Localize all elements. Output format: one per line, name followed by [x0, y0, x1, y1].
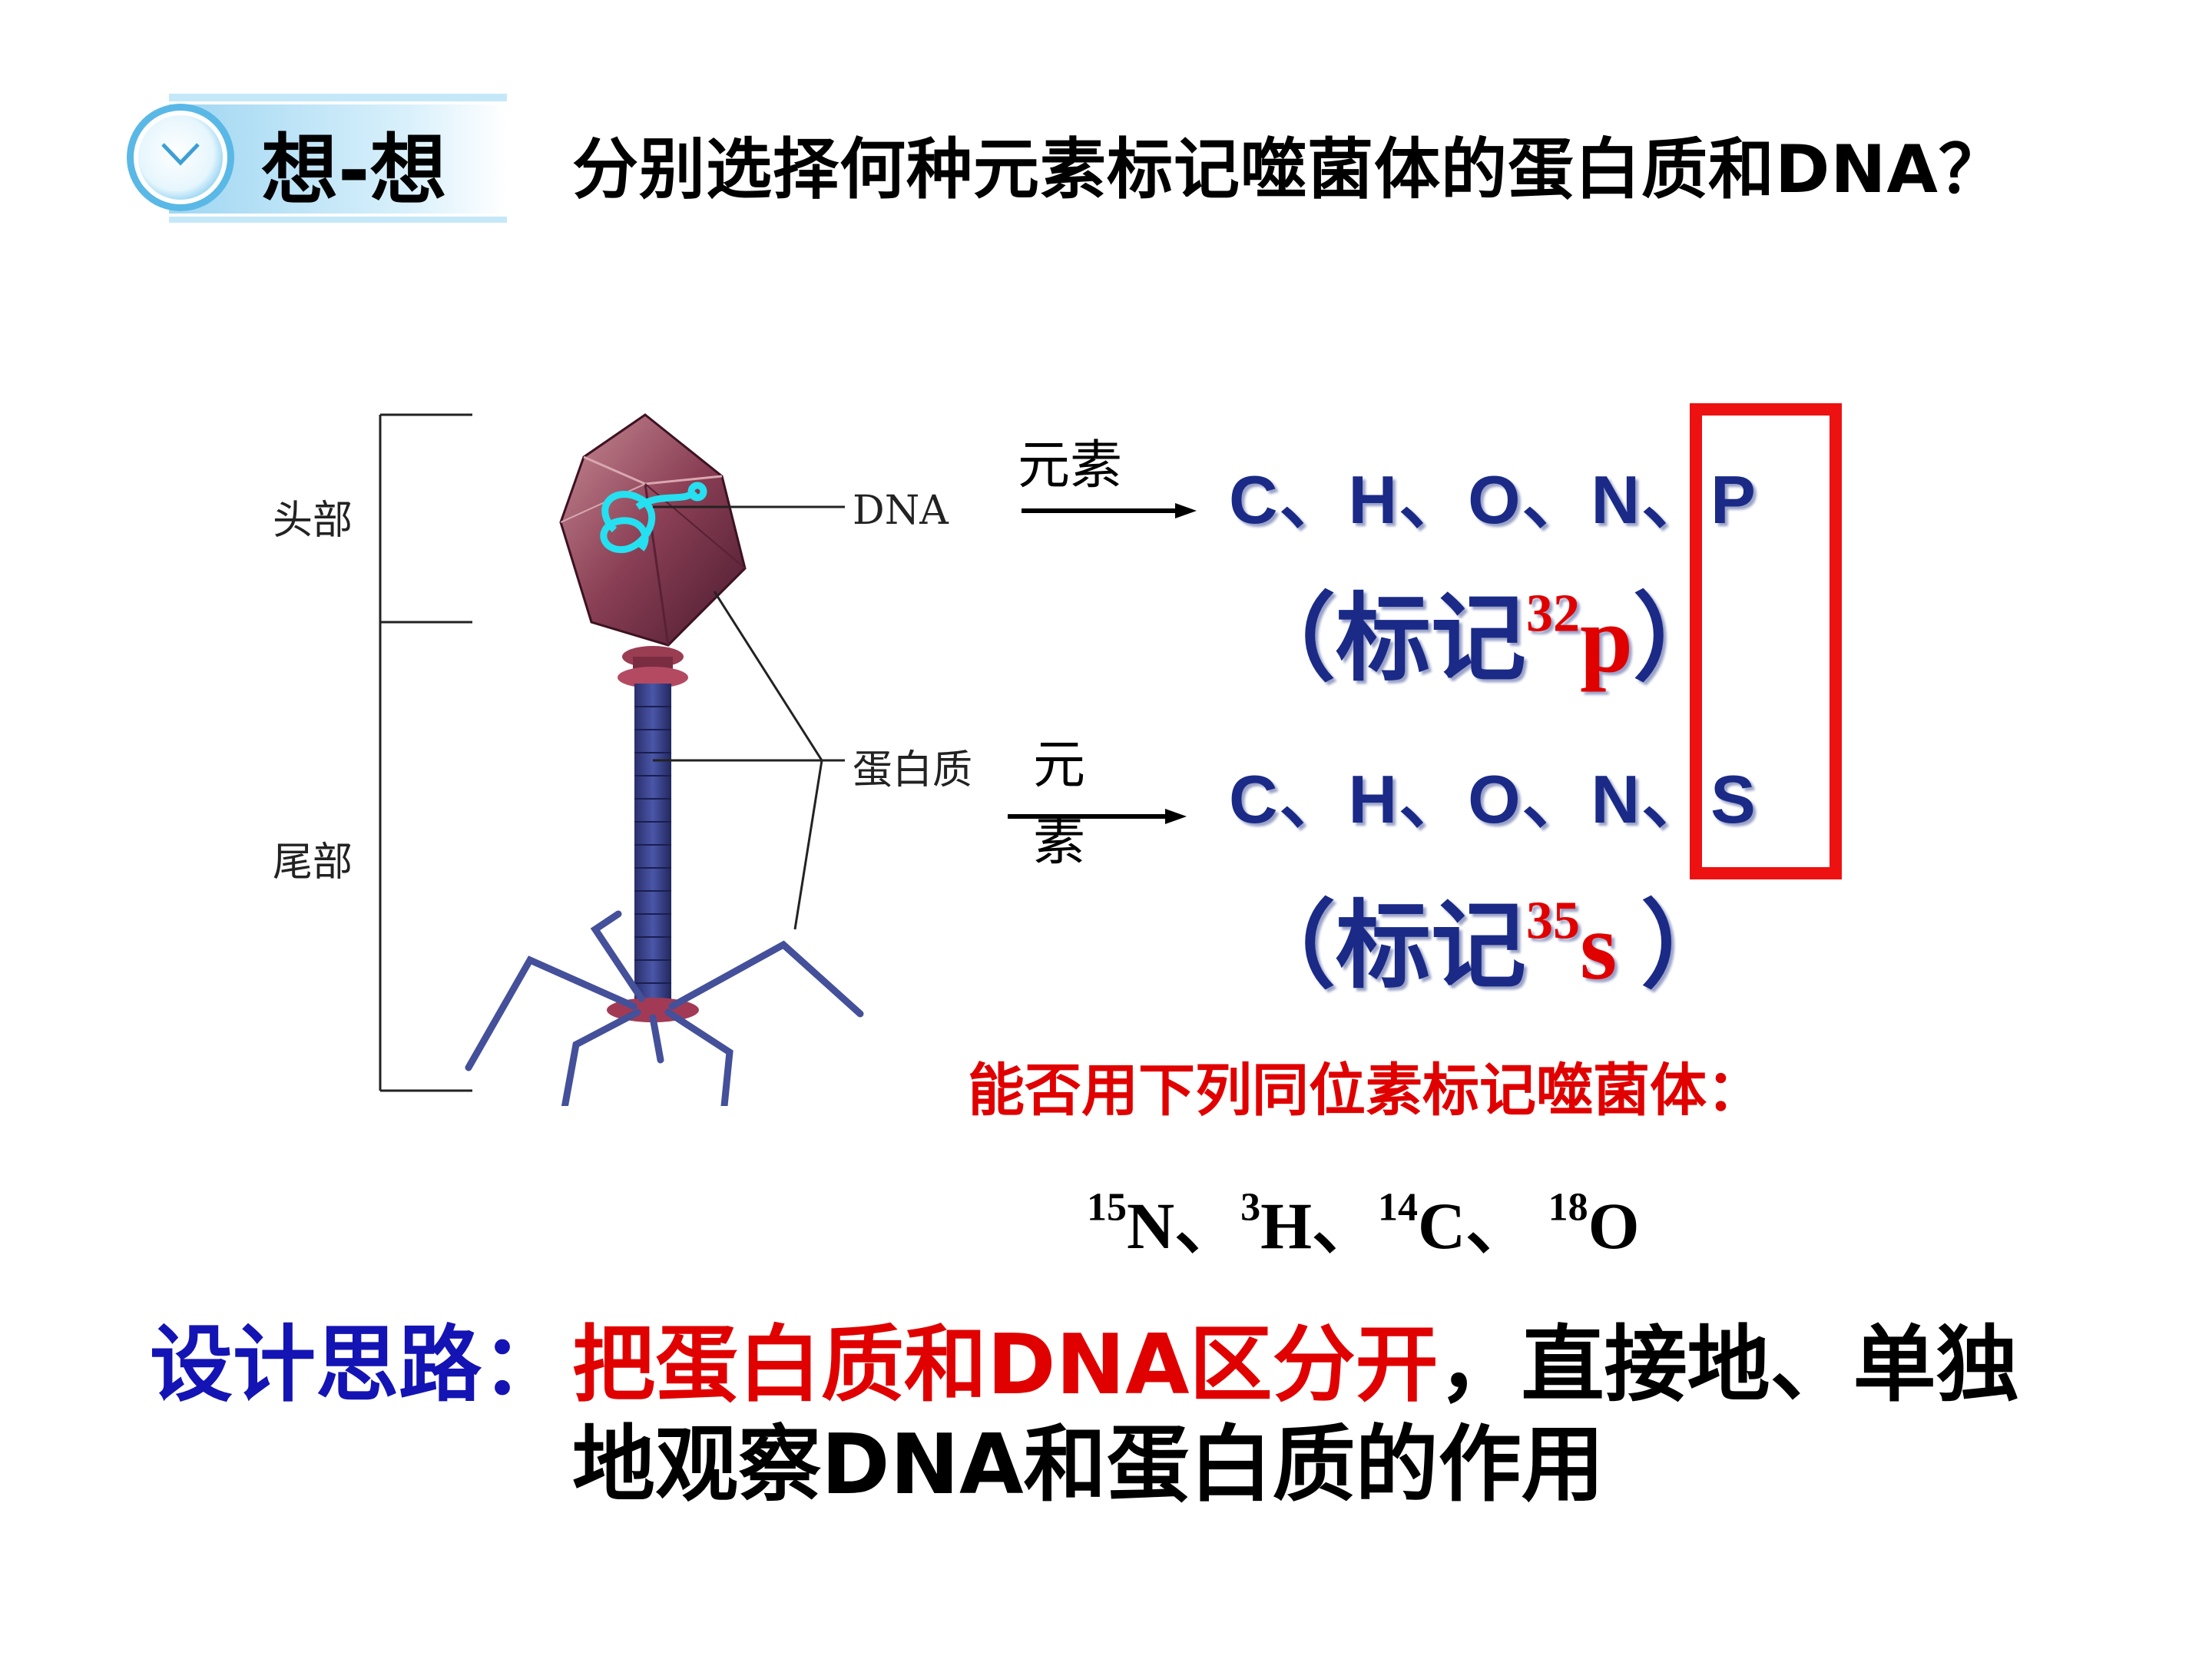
design-line-2: 地观察DNA和蛋白质的作用: [572, 1417, 1604, 1513]
protein-arrow-icon: [1008, 809, 1187, 824]
banner-graphic: [127, 94, 507, 223]
banner-label: 想-想: [261, 125, 447, 215]
protein-element-word-1: 元: [1033, 735, 1086, 796]
page-title: 分别选择何种元素标记噬菌体的蛋白质和DNA？: [572, 131, 2005, 208]
phage-diagram: 头部 尾部 DNA 蛋白质: [253, 392, 1022, 1133]
protein-key-element: S: [1710, 761, 1757, 837]
head-label: 头部: [273, 498, 353, 544]
isotope-item: 14C、: [1378, 1185, 1548, 1263]
chevron-down-icon: [161, 143, 200, 166]
protein-element-word-2: 素: [1033, 812, 1086, 873]
dna-elements: C、H、O、N、P: [1229, 462, 1757, 538]
isotope-item: 15N、: [1087, 1185, 1241, 1263]
tail-label: 尾部: [273, 839, 353, 886]
dna-key-element: P: [1710, 462, 1757, 538]
design-highlight: 把蛋白质和DNA区分开: [572, 1317, 1439, 1413]
protein-label: 蛋白质: [853, 747, 973, 793]
isotope-item: 3H、: [1240, 1185, 1379, 1263]
tail-bracket: [379, 622, 472, 1092]
protein-mark: （标记35s ）: [1240, 891, 1737, 999]
dna-label: DNA: [853, 488, 949, 534]
dna-mark: （标记32p）: [1240, 584, 1728, 692]
tail-fibers: [465, 910, 864, 1133]
protein-elements: C、H、O、N、S: [1229, 761, 1757, 837]
design-line-1: 把蛋白质和DNA区分开，直接地、单独: [572, 1317, 2019, 1413]
think-banner: 想-想: [123, 77, 507, 238]
head-bracket: [379, 413, 472, 624]
design-label: 设计思路：: [150, 1317, 565, 1413]
dna-arrow-icon: [1022, 503, 1197, 518]
phage-illustration: [379, 413, 864, 1133]
pointer-lines: [653, 505, 845, 930]
key-element-highlight-box: [1690, 403, 1842, 879]
isotope-list: 15N、3H、14C、 18O: [1087, 1171, 1640, 1267]
isotope-item: 18O: [1548, 1185, 1640, 1263]
isotope-question: 能否用下列同位素标记噬菌体：: [968, 1058, 1763, 1124]
dna-strand: [600, 482, 707, 553]
dna-element-word: 元素: [1018, 435, 1123, 496]
